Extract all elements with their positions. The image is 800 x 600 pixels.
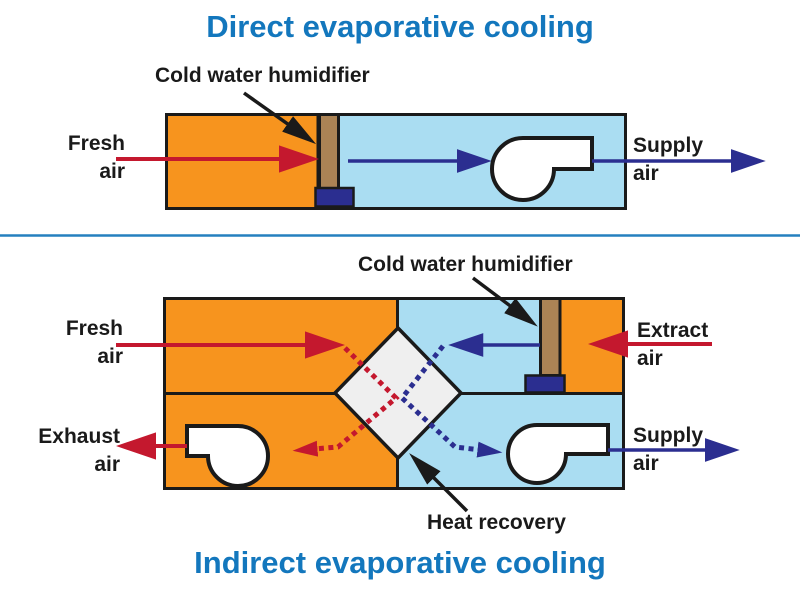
bottom-diagram-title: Indirect evaporative cooling (194, 545, 606, 580)
top-fresh-air-line1: Fresh (67, 132, 125, 155)
top-supply-air-line2: air (633, 162, 659, 185)
top-humidifier-label: Cold water humidifier (155, 64, 370, 87)
top-supply-air-line1: Supply (633, 134, 704, 157)
bottom-humidifier-media (539, 297, 562, 377)
extract-air-line2: air (637, 347, 663, 370)
top-fresh-air-line2: air (99, 160, 125, 183)
exhaust-air-label: Exhaust air (20, 423, 120, 479)
top-humidifier-pointer-arrow (242, 91, 317, 145)
bottom-supply-air-line2: air (633, 452, 659, 475)
bottom-humidifier-pointer-arrow (471, 276, 538, 327)
cool-air-flow-dotted (398, 344, 503, 458)
top-humidifier-media (318, 113, 340, 190)
bottom-fresh-air-line2: air (97, 345, 123, 368)
exhaust-air-line2: air (94, 453, 120, 476)
exhaust-air-line1: Exhaust (38, 425, 120, 448)
top-supply-fan (490, 136, 594, 202)
top-diagram-title: Direct evaporative cooling (206, 9, 594, 44)
bottom-supply-air-line1: Supply (633, 424, 704, 447)
bottom-water-basin (524, 374, 566, 394)
bottom-extract-inlet-section (560, 298, 624, 394)
top-supply-air-label: Supply air (633, 132, 703, 188)
extract-air-line1: Extract (637, 319, 709, 342)
exhaust-fan (185, 424, 270, 488)
warm-air-flow-dotted (292, 346, 400, 457)
heat-recovery-label: Heat recovery (427, 511, 566, 534)
bottom-humidifier-label: Cold water humidifier (358, 253, 573, 276)
top-fresh-air-label: Fresh air (25, 130, 125, 186)
extract-air-label: Extract air (637, 317, 708, 373)
bottom-fresh-air-line1: Fresh (65, 317, 123, 340)
top-water-basin (314, 186, 355, 208)
bottom-supply-fan (506, 423, 610, 485)
heat-recovery-pointer-arrow (409, 453, 469, 513)
bottom-supply-air-label: Supply air (633, 422, 703, 478)
bottom-fresh-air-label: Fresh air (23, 315, 123, 371)
